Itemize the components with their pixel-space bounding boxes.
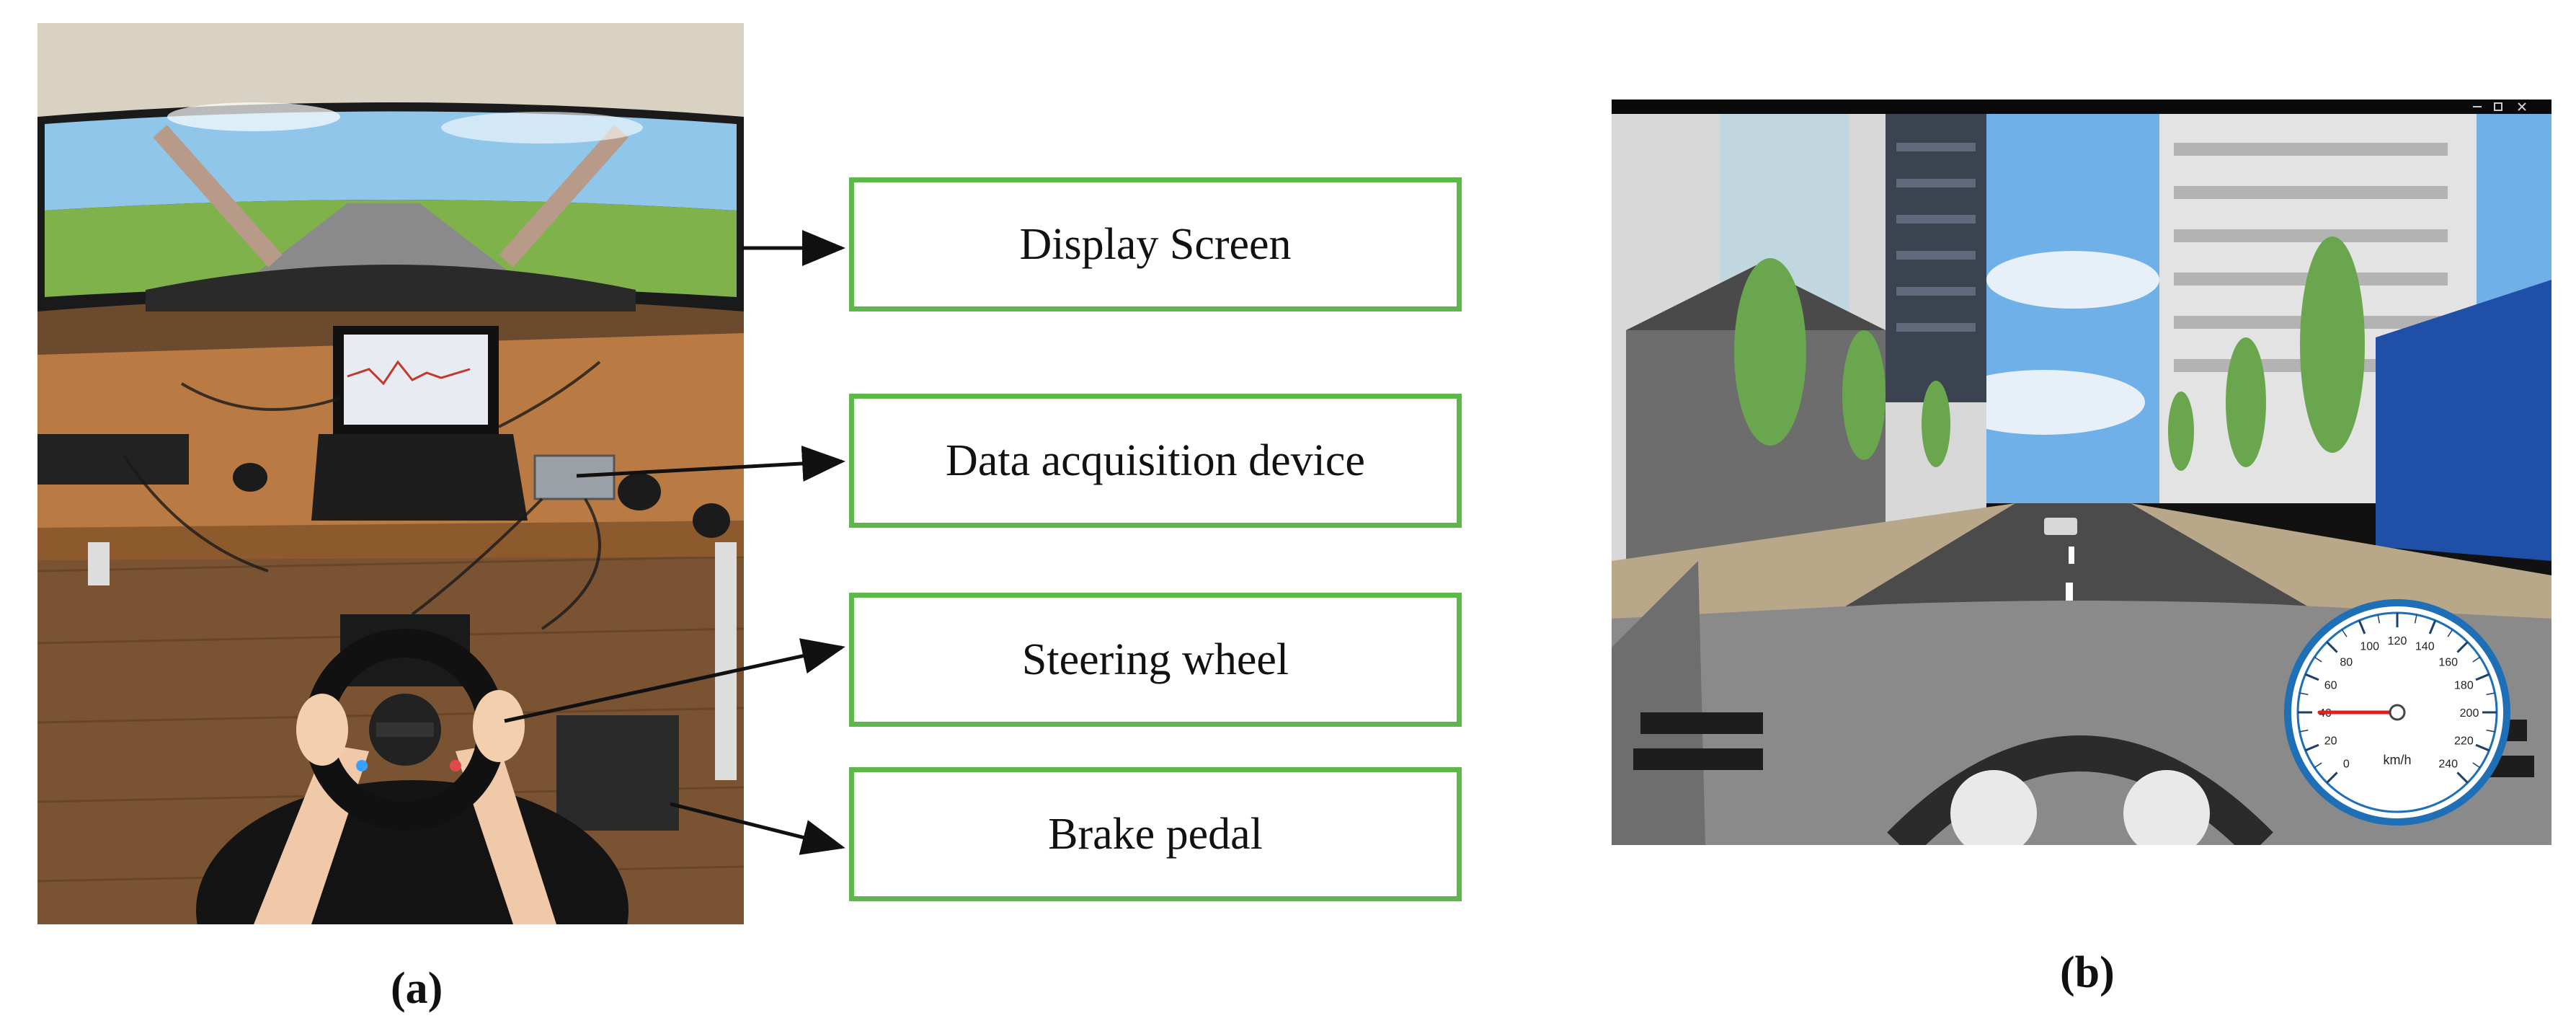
speedometer-tick-label: 200	[2460, 707, 2479, 720]
speedometer-tick	[2326, 771, 2338, 784]
display-screen-graphic	[37, 102, 744, 311]
speedometer-tick	[2314, 656, 2322, 663]
caption-a: (a)	[391, 964, 443, 1013]
speedometer-tick	[2304, 673, 2319, 681]
simulator-setup-photo	[37, 23, 744, 924]
speedometer-tick-label: 180	[2454, 680, 2474, 692]
speedometer-tick	[2358, 619, 2366, 634]
simulator-setup-illustration	[37, 23, 744, 924]
speedometer-unit: km/h	[2383, 753, 2411, 767]
label-brake-pedal-text: Brake pedal	[1048, 809, 1263, 859]
speedometer-tick	[2472, 656, 2481, 663]
speedometer-tick	[2377, 614, 2381, 624]
speedometer-tick	[2326, 641, 2338, 653]
speedometer-tick	[2456, 641, 2469, 653]
daq-box-graphic	[533, 454, 616, 500]
speedometer-tick	[2447, 629, 2453, 637]
speedometer-tick-label: 240	[2438, 759, 2458, 771]
speedometer: 020406080100120140160180200220240 km/h	[2284, 599, 2510, 826]
speedometer-tick	[2428, 619, 2437, 634]
speedometer-tick	[2299, 729, 2309, 733]
speedometer-tick	[2472, 762, 2481, 769]
speedometer-tick-label: 120	[2388, 635, 2407, 647]
speedometer-tick	[2304, 743, 2319, 752]
speedometer-tick	[2486, 729, 2495, 733]
arrow-data-acquisition	[576, 446, 845, 482]
brake-pedal-graphic	[556, 715, 679, 831]
speedometer-tick-label: 160	[2438, 656, 2458, 668]
speedometer-tick-label: 20	[2324, 735, 2337, 747]
arrow-brake-pedal	[670, 802, 845, 855]
speedometer-tick	[2314, 762, 2322, 769]
speedometer-tick-label: 80	[2340, 656, 2353, 668]
speedometer-tick	[2475, 743, 2490, 752]
label-steering-wheel: Steering wheel	[849, 593, 1462, 727]
speedometer-tick-label: 140	[2415, 641, 2435, 653]
speedometer-tick	[2486, 692, 2495, 696]
speedometer-tick-label: 60	[2324, 680, 2337, 692]
label-display-screen: Display Screen	[849, 177, 1462, 311]
label-display-screen-text: Display Screen	[1019, 219, 1292, 269]
speedometer-hub	[2389, 704, 2406, 721]
label-steering-wheel-text: Steering wheel	[1021, 634, 1289, 684]
label-data-acquisition-text: Data acquisition device	[946, 435, 1365, 485]
laptop-graphic	[311, 326, 528, 521]
speedometer-tick	[2414, 614, 2417, 624]
arrow-steering-wheel	[504, 638, 845, 723]
speedometer-tick-label: 100	[2360, 641, 2379, 653]
simulator-view-screenshot: 020406080100120140160180200220240 km/h	[1612, 99, 2551, 845]
speedometer-tick	[2456, 771, 2469, 784]
label-data-acquisition: Data acquisition device	[849, 394, 1462, 528]
lead-vehicle	[2044, 518, 2077, 535]
caption-b: (b)	[2060, 948, 2115, 997]
speedometer-tick	[2341, 629, 2348, 637]
label-brake-pedal: Brake pedal	[849, 767, 1462, 901]
speedometer-tick-label: 220	[2454, 735, 2474, 747]
speedometer-tick-label: 0	[2343, 759, 2350, 771]
speedometer-tick	[2475, 673, 2490, 681]
speedometer-tick	[2299, 692, 2309, 696]
window-controls	[2473, 102, 2526, 111]
